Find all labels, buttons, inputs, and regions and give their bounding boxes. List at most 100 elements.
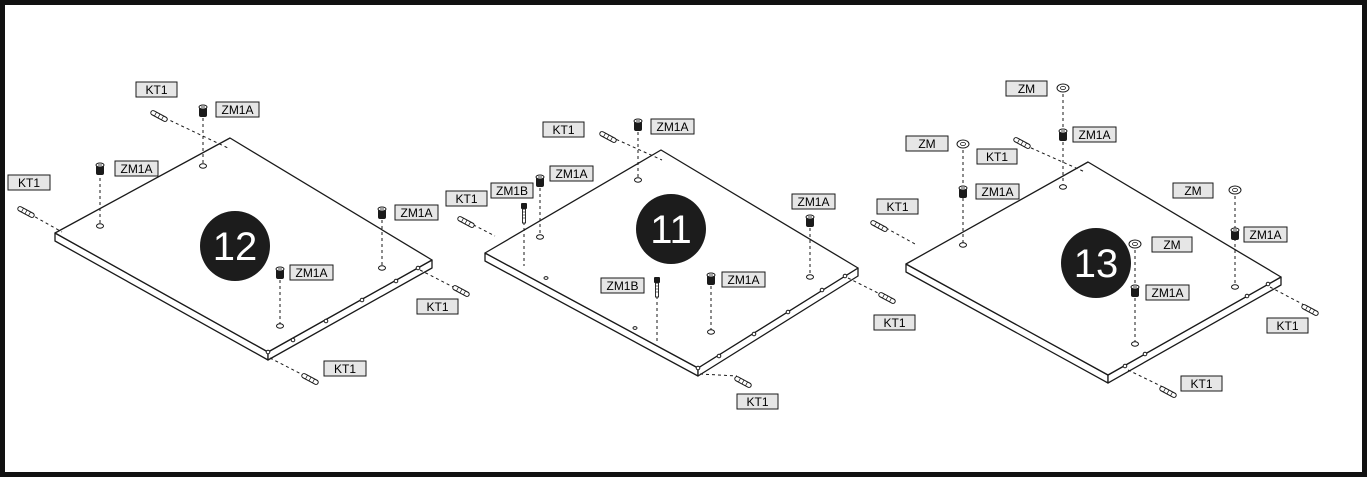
label-zm1a-left: ZM1A bbox=[975, 183, 1020, 200]
step-number: 12 bbox=[213, 225, 258, 269]
edge-hole bbox=[415, 265, 421, 271]
cam-lock-icon bbox=[805, 214, 815, 228]
svg-text:ZM1A: ZM1A bbox=[120, 162, 152, 176]
label-zm-left: ZM bbox=[905, 135, 949, 152]
label-zm1a-left: ZM1A bbox=[114, 160, 159, 177]
label-zm1a-top: ZM1A bbox=[650, 118, 695, 135]
edge-hole bbox=[1244, 293, 1250, 299]
edge-hole bbox=[751, 331, 757, 337]
label-zm1a-bottom: ZM1A bbox=[1145, 284, 1190, 301]
svg-text:KT1: KT1 bbox=[145, 83, 167, 97]
label-zm1b-top: ZM1B bbox=[490, 182, 534, 199]
cam-lock-icon bbox=[535, 174, 545, 188]
cam-lock-icon bbox=[706, 272, 716, 286]
cam-hole bbox=[959, 242, 967, 248]
edge-hole bbox=[695, 365, 701, 371]
label-kt1-bottom: KT1 bbox=[736, 393, 779, 410]
cam-hole bbox=[199, 163, 207, 169]
label-kt1-top: KT1 bbox=[542, 121, 585, 138]
label-kt1-right: KT1 bbox=[873, 314, 916, 331]
label-kt1-left: KT1 bbox=[876, 198, 919, 215]
step-number: 11 bbox=[650, 208, 692, 252]
svg-text:ZM1A: ZM1A bbox=[221, 103, 253, 117]
label-kt1-left: KT1 bbox=[7, 174, 51, 191]
edge-hole bbox=[323, 318, 329, 324]
cam-lock-icon bbox=[275, 266, 285, 280]
label-zm-center: ZM bbox=[1151, 236, 1193, 253]
step-12-group: KT1 ZM1A KT1 ZM1A ZM1A ZM1A KT1 KT1 bbox=[7, 81, 471, 386]
svg-text:ZM1A: ZM1A bbox=[656, 120, 688, 134]
cam-hole bbox=[378, 265, 386, 271]
edge-hole bbox=[265, 349, 271, 355]
svg-text:KT1: KT1 bbox=[1190, 377, 1212, 391]
cam-lock-icon bbox=[377, 206, 387, 220]
edge-hole bbox=[785, 309, 791, 315]
dowel-icon bbox=[1300, 303, 1320, 317]
edge-hole bbox=[290, 337, 296, 343]
cam-lock-icon bbox=[1058, 128, 1068, 142]
cam-hole bbox=[276, 323, 284, 329]
svg-text:ZM1B: ZM1B bbox=[496, 184, 528, 198]
svg-text:KT1: KT1 bbox=[426, 300, 448, 314]
label-kt1-right: KT1 bbox=[416, 298, 459, 315]
dowel-icon bbox=[877, 291, 897, 305]
svg-text:KT1: KT1 bbox=[552, 123, 574, 137]
svg-text:KT1: KT1 bbox=[1276, 319, 1298, 333]
cam-hole bbox=[634, 177, 642, 183]
svg-text:ZM1A: ZM1A bbox=[981, 185, 1013, 199]
dowel-icon bbox=[1158, 385, 1178, 399]
svg-text:KT1: KT1 bbox=[334, 362, 356, 376]
cover-cap-icon bbox=[956, 139, 970, 149]
step-number-badge bbox=[200, 211, 270, 281]
edge-hole bbox=[716, 353, 722, 359]
label-zm1a-top: ZM1A bbox=[1072, 126, 1117, 143]
step-number-badge bbox=[1061, 228, 1131, 298]
step-number-badge bbox=[636, 194, 706, 264]
label-zm1a-bottom: ZM1A bbox=[289, 264, 334, 281]
label-zm1a-right: ZM1A bbox=[1243, 226, 1288, 243]
dowel-icon bbox=[451, 284, 471, 298]
cam-bolt-icon bbox=[520, 202, 528, 224]
label-zm-top: ZM bbox=[1005, 80, 1048, 97]
cam-hole bbox=[536, 234, 544, 240]
svg-text:KT1: KT1 bbox=[746, 395, 768, 409]
dowel-icon bbox=[1012, 136, 1032, 150]
svg-text:ZM1A: ZM1A bbox=[1151, 286, 1183, 300]
cam-hole bbox=[1059, 184, 1067, 190]
svg-text:ZM1A: ZM1A bbox=[295, 266, 327, 280]
cam-lock-icon bbox=[198, 104, 208, 118]
cam-lock-icon bbox=[1130, 284, 1140, 298]
svg-text:ZM: ZM bbox=[1184, 184, 1201, 198]
cover-cap-icon bbox=[1056, 83, 1070, 93]
label-kt1-top: KT1 bbox=[135, 81, 178, 98]
cam-lock-icon bbox=[95, 162, 105, 176]
cam-hole bbox=[96, 223, 104, 229]
cam-hole bbox=[1131, 341, 1139, 347]
label-zm-right: ZM bbox=[1172, 182, 1214, 199]
label-zm1a-top: ZM1A bbox=[215, 101, 260, 118]
label-kt1-right: KT1 bbox=[1266, 317, 1309, 334]
dowel-icon bbox=[300, 372, 320, 386]
dowel-icon bbox=[733, 375, 753, 389]
cam-lock-icon bbox=[1230, 227, 1240, 241]
svg-text:ZM: ZM bbox=[1018, 82, 1035, 96]
edge-hole bbox=[393, 278, 399, 284]
edge-hole bbox=[819, 287, 825, 293]
svg-text:ZM: ZM bbox=[1163, 238, 1180, 252]
cam-lock-icon bbox=[958, 185, 968, 199]
svg-text:ZM1A: ZM1A bbox=[1078, 128, 1110, 142]
svg-text:ZM1A: ZM1A bbox=[797, 195, 829, 209]
step-11-group: KT1 ZM1A KT1 ZM1B ZM1A ZM1A ZM1B ZM1A bbox=[445, 118, 916, 410]
bolt-hole bbox=[543, 276, 549, 280]
svg-text:ZM: ZM bbox=[918, 137, 935, 151]
dowel-icon bbox=[456, 215, 476, 229]
label-zm1a-bottom: ZM1A bbox=[721, 271, 766, 288]
label-kt1-bottom: KT1 bbox=[323, 360, 367, 377]
cover-cap-icon bbox=[1128, 239, 1142, 249]
edge-hole bbox=[842, 273, 848, 279]
svg-text:KT1: KT1 bbox=[18, 176, 40, 190]
label-zm1a-right: ZM1A bbox=[394, 204, 439, 221]
step-13-group: ZM ZM1A ZM KT1 ZM1A KT1 ZM ZM1A bbox=[869, 80, 1320, 399]
